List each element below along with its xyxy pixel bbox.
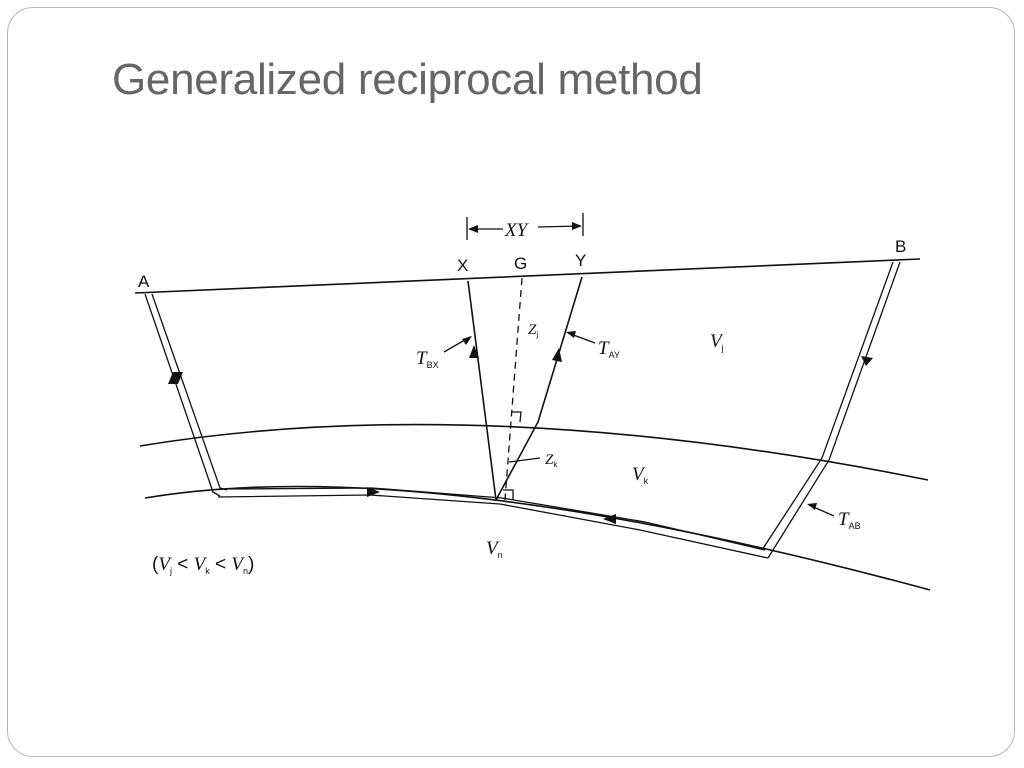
arrow-down-a bbox=[173, 372, 183, 384]
tab-label: TAB bbox=[838, 509, 861, 531]
zk-leader bbox=[508, 457, 541, 463]
vk-label: Vk bbox=[632, 464, 649, 486]
dashed-normal-g bbox=[504, 277, 523, 501]
velocity-condition: (Vj < Vk < Vn) bbox=[152, 554, 254, 576]
ray-a-path bbox=[144, 293, 228, 497]
point-a-label: A bbox=[138, 272, 150, 291]
vj-label: Vj bbox=[710, 331, 724, 353]
lower-interface-line bbox=[144, 485, 931, 591]
right-angle-upper bbox=[512, 411, 522, 423]
ray-x bbox=[467, 280, 497, 501]
right-angle-lower bbox=[503, 489, 514, 500]
point-x-label: X bbox=[457, 256, 468, 275]
xy-label: XY bbox=[504, 220, 530, 241]
ground-surface-line bbox=[134, 258, 921, 294]
zk-label: Zk bbox=[545, 452, 558, 469]
arrow-up-x bbox=[469, 345, 479, 358]
zj-label: Zj bbox=[528, 322, 538, 339]
point-b-label: B bbox=[895, 237, 906, 256]
refractor-path bbox=[217, 487, 769, 559]
arrow-left-refractor bbox=[603, 514, 616, 524]
arrow-down-b bbox=[861, 356, 873, 366]
point-g-label: G bbox=[514, 254, 527, 273]
ray-y bbox=[495, 276, 583, 501]
xy-dimension: XY bbox=[466, 213, 584, 241]
tay-label: TAY bbox=[598, 338, 620, 360]
arrow-up-y bbox=[552, 348, 562, 362]
arrow-up-a bbox=[168, 372, 178, 384]
slide-title: Generalized reciprocal method bbox=[112, 55, 703, 104]
ray-b-path bbox=[761, 261, 901, 559]
vn-label: Vn bbox=[486, 538, 503, 560]
tbx-label: TBX bbox=[416, 348, 439, 370]
upper-interface-line bbox=[139, 423, 929, 481]
arrow-right-refractor bbox=[367, 487, 380, 497]
point-y-label: Y bbox=[575, 251, 586, 270]
